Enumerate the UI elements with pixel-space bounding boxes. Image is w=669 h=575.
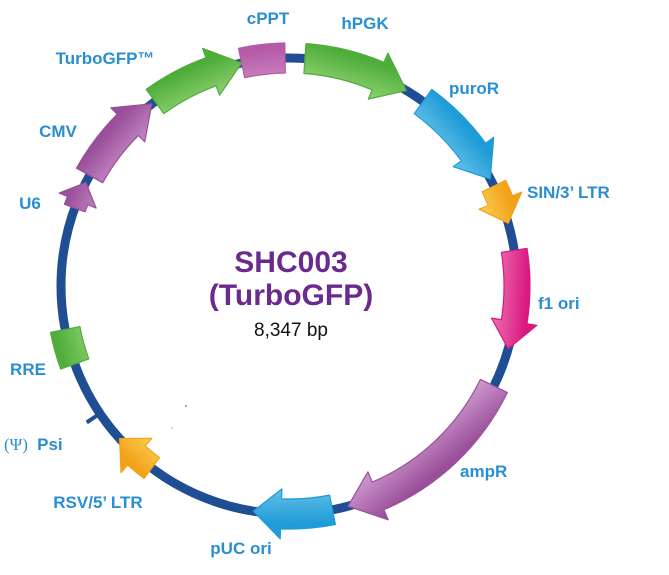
label-psi: (Ψ) Psi bbox=[4, 435, 63, 454]
label-turbogfp: TurboGFP™ bbox=[56, 49, 155, 68]
feature-rre-box bbox=[49, 326, 90, 370]
feature-hpgk-arrow bbox=[303, 43, 407, 100]
feature-rsv-ltr-arrow bbox=[119, 437, 161, 480]
feature-ampr-arrow bbox=[347, 378, 508, 521]
feature-puror-arrow bbox=[413, 88, 495, 180]
label-rsv-ltr: RSV/5’ LTR bbox=[53, 493, 142, 512]
feature-u6-arrow bbox=[58, 181, 97, 213]
feature-cppt-box bbox=[237, 42, 286, 79]
feature-cmv-arrow bbox=[75, 103, 153, 184]
feature-puc-ori-arrow bbox=[252, 488, 336, 540]
plasmid-name: SHC003 bbox=[234, 246, 347, 279]
feature-sin-ltr-arrow bbox=[478, 179, 523, 224]
label-sin-ltr: SIN/3’ LTR bbox=[527, 183, 610, 202]
feature-psi-tick bbox=[85, 410, 103, 425]
feature-turbogfp-arrow bbox=[145, 47, 243, 115]
speck bbox=[185, 405, 187, 407]
plasmid-size: 8,347 bp bbox=[254, 320, 328, 341]
label-u6: U6 bbox=[19, 194, 41, 213]
label-cmv: CMV bbox=[39, 122, 77, 141]
label-ampr: ampR bbox=[460, 462, 507, 481]
label-psi-name: Psi bbox=[37, 435, 63, 454]
label-puror: puroR bbox=[449, 79, 499, 98]
label-hpgk: hPGK bbox=[341, 14, 389, 33]
label-f1-ori: f1 ori bbox=[538, 294, 580, 313]
label-rre: RRE bbox=[10, 360, 46, 379]
speck bbox=[171, 427, 173, 429]
feature-f1-ori-arrow bbox=[490, 247, 538, 350]
label-puc-ori: pUC ori bbox=[210, 539, 271, 558]
plasmid-subtitle: (TurboGFP) bbox=[209, 279, 373, 312]
features-layer bbox=[49, 42, 538, 540]
label-cppt: cPPT bbox=[247, 9, 290, 28]
label-psi-prefix: (Ψ) bbox=[4, 435, 28, 454]
